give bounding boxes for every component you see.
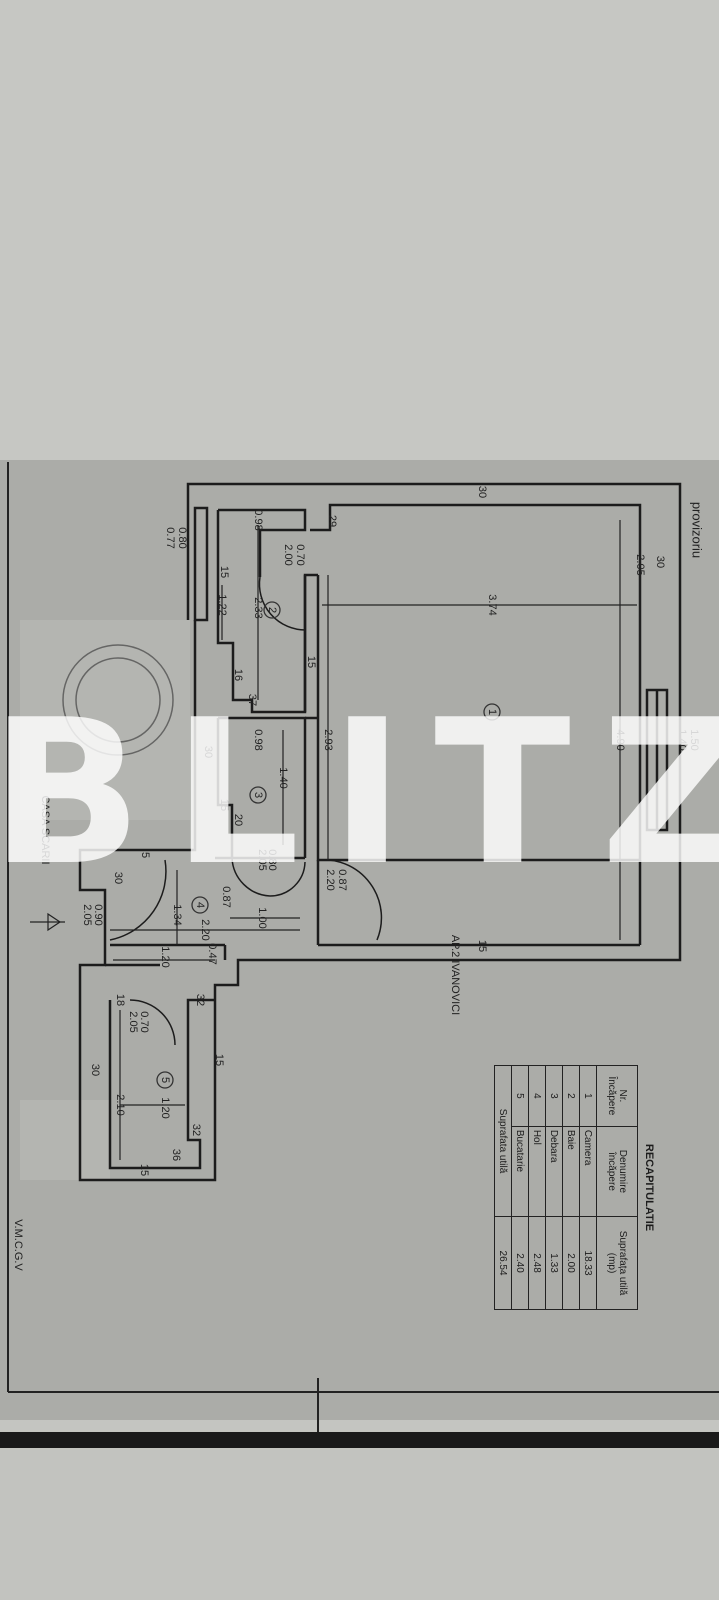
svg-text:30: 30: [202, 746, 214, 758]
svg-text:36: 36: [170, 1149, 182, 1161]
header-note: provizoriu: [690, 502, 705, 558]
cell-name: Camera: [579, 1126, 597, 1217]
svg-text:2.20: 2.20: [199, 919, 211, 940]
svg-text:15: 15: [213, 1054, 225, 1066]
svg-text:30: 30: [654, 556, 666, 568]
dimension-lines: [30, 520, 641, 1160]
cell-nr: 3: [545, 1065, 563, 1127]
svg-text:15: 15: [218, 799, 230, 811]
cell-nr: 5: [511, 1065, 529, 1127]
svg-text:15: 15: [138, 1164, 150, 1176]
svg-text:0.70: 0.70: [294, 544, 306, 565]
svg-text:2.05: 2.05: [634, 554, 646, 575]
svg-text:3.74: 3.74: [486, 594, 498, 615]
svg-text:4.90: 4.90: [614, 729, 626, 750]
walls: [78, 482, 682, 1182]
svg-text:37: 37: [246, 694, 258, 706]
cell-nr: 2: [562, 1065, 580, 1127]
svg-text:1.34: 1.34: [171, 904, 183, 925]
svg-text:0.98: 0.98: [252, 729, 264, 750]
room-numbers: 2 1 3 4 5: [159, 607, 498, 1083]
svg-text:2.33: 2.33: [252, 597, 264, 618]
svg-text:0.87: 0.87: [336, 869, 348, 890]
svg-text:0.77: 0.77: [164, 527, 176, 548]
svg-text:1.20: 1.20: [159, 1097, 171, 1118]
cell-name: Baie: [562, 1126, 580, 1217]
svg-text:2.20: 2.20: [324, 869, 336, 890]
svg-text:32: 32: [194, 994, 206, 1006]
svg-text:4: 4: [194, 902, 206, 908]
header-name: Denumire încăpere: [596, 1126, 638, 1217]
apartment-label: AP.2 IVANOVICI: [449, 935, 461, 1015]
svg-text:18: 18: [114, 994, 126, 1006]
svg-text:0.98: 0.98: [252, 509, 264, 530]
svg-text:2.05: 2.05: [127, 1011, 139, 1032]
svg-text:1: 1: [486, 709, 498, 715]
svg-text:0.80: 0.80: [266, 849, 278, 870]
cell-area: 2.00: [562, 1216, 580, 1310]
svg-text:29: 29: [326, 515, 338, 527]
cell-name: Bucatarie: [511, 1126, 529, 1217]
total-label: Suprafata utilă: [494, 1065, 512, 1217]
stair-label: CASA SCARII: [39, 795, 51, 864]
svg-text:0.90: 0.90: [92, 904, 104, 925]
svg-text:1.22: 1.22: [216, 594, 228, 615]
svg-text:20: 20: [232, 814, 244, 826]
svg-text:0.87: 0.87: [220, 886, 232, 907]
svg-text:3: 3: [252, 792, 264, 798]
svg-text:2.05: 2.05: [256, 849, 268, 870]
recap-table: RECAPITULATIE Nr. Încăpere Denumire încă…: [488, 1065, 660, 1310]
total-value: 26.54: [494, 1216, 512, 1310]
svg-text:15: 15: [218, 566, 230, 578]
room-markers: [156, 601, 501, 1089]
cell-area: 2.48: [528, 1216, 546, 1310]
cell-area: 18.33: [579, 1216, 597, 1310]
cell-area: 1.33: [545, 1216, 563, 1310]
svg-text:5: 5: [159, 1077, 171, 1083]
svg-text:0.80: 0.80: [176, 527, 188, 548]
svg-text:1.40: 1.40: [676, 729, 688, 750]
svg-text:5: 5: [139, 852, 151, 858]
stamp: [62, 644, 174, 756]
svg-text:30: 30: [112, 872, 124, 884]
svg-text:30: 30: [89, 1064, 101, 1076]
dimension-labels: 30 0.98 29 0.80 0.77 0.70 2.00 15 2.33 1…: [81, 486, 700, 1176]
svg-text:1.40: 1.40: [277, 767, 289, 788]
svg-text:2.10: 2.10: [114, 1094, 126, 1115]
svg-text:15: 15: [476, 940, 488, 952]
svg-text:16: 16: [232, 669, 244, 681]
svg-text:0.47: 0.47: [206, 943, 218, 964]
svg-text:30: 30: [476, 486, 488, 498]
svg-text:32: 32: [190, 1124, 202, 1136]
stamp-initials: V.M.C.G.V: [12, 1219, 24, 1271]
svg-text:2.00: 2.00: [282, 544, 294, 565]
watermark: BLITZ: [0, 677, 719, 910]
svg-text:1.20: 1.20: [159, 946, 171, 967]
recap-title: RECAPITULATIE: [643, 1143, 655, 1232]
svg-text:2.05: 2.05: [81, 904, 93, 925]
cell-nr: 1: [579, 1065, 597, 1127]
header-area: Suprafața utilă (mp): [596, 1216, 638, 1310]
door-swings: [109, 576, 383, 1046]
svg-text:1.00: 1.00: [256, 907, 268, 928]
black-band: [0, 1432, 719, 1448]
header-nr: Nr. Încăpere: [596, 1065, 638, 1127]
cell-area: 2.40: [511, 1216, 529, 1310]
svg-text:1.50: 1.50: [688, 729, 700, 750]
svg-text:15: 15: [305, 656, 317, 668]
cell-nr: 4: [528, 1065, 546, 1127]
cell-name: Hol: [528, 1126, 546, 1217]
svg-text:2.93: 2.93: [322, 729, 334, 750]
cell-name: Debara: [545, 1126, 563, 1217]
svg-text:2: 2: [266, 607, 278, 613]
svg-text:0.70: 0.70: [138, 1011, 150, 1032]
